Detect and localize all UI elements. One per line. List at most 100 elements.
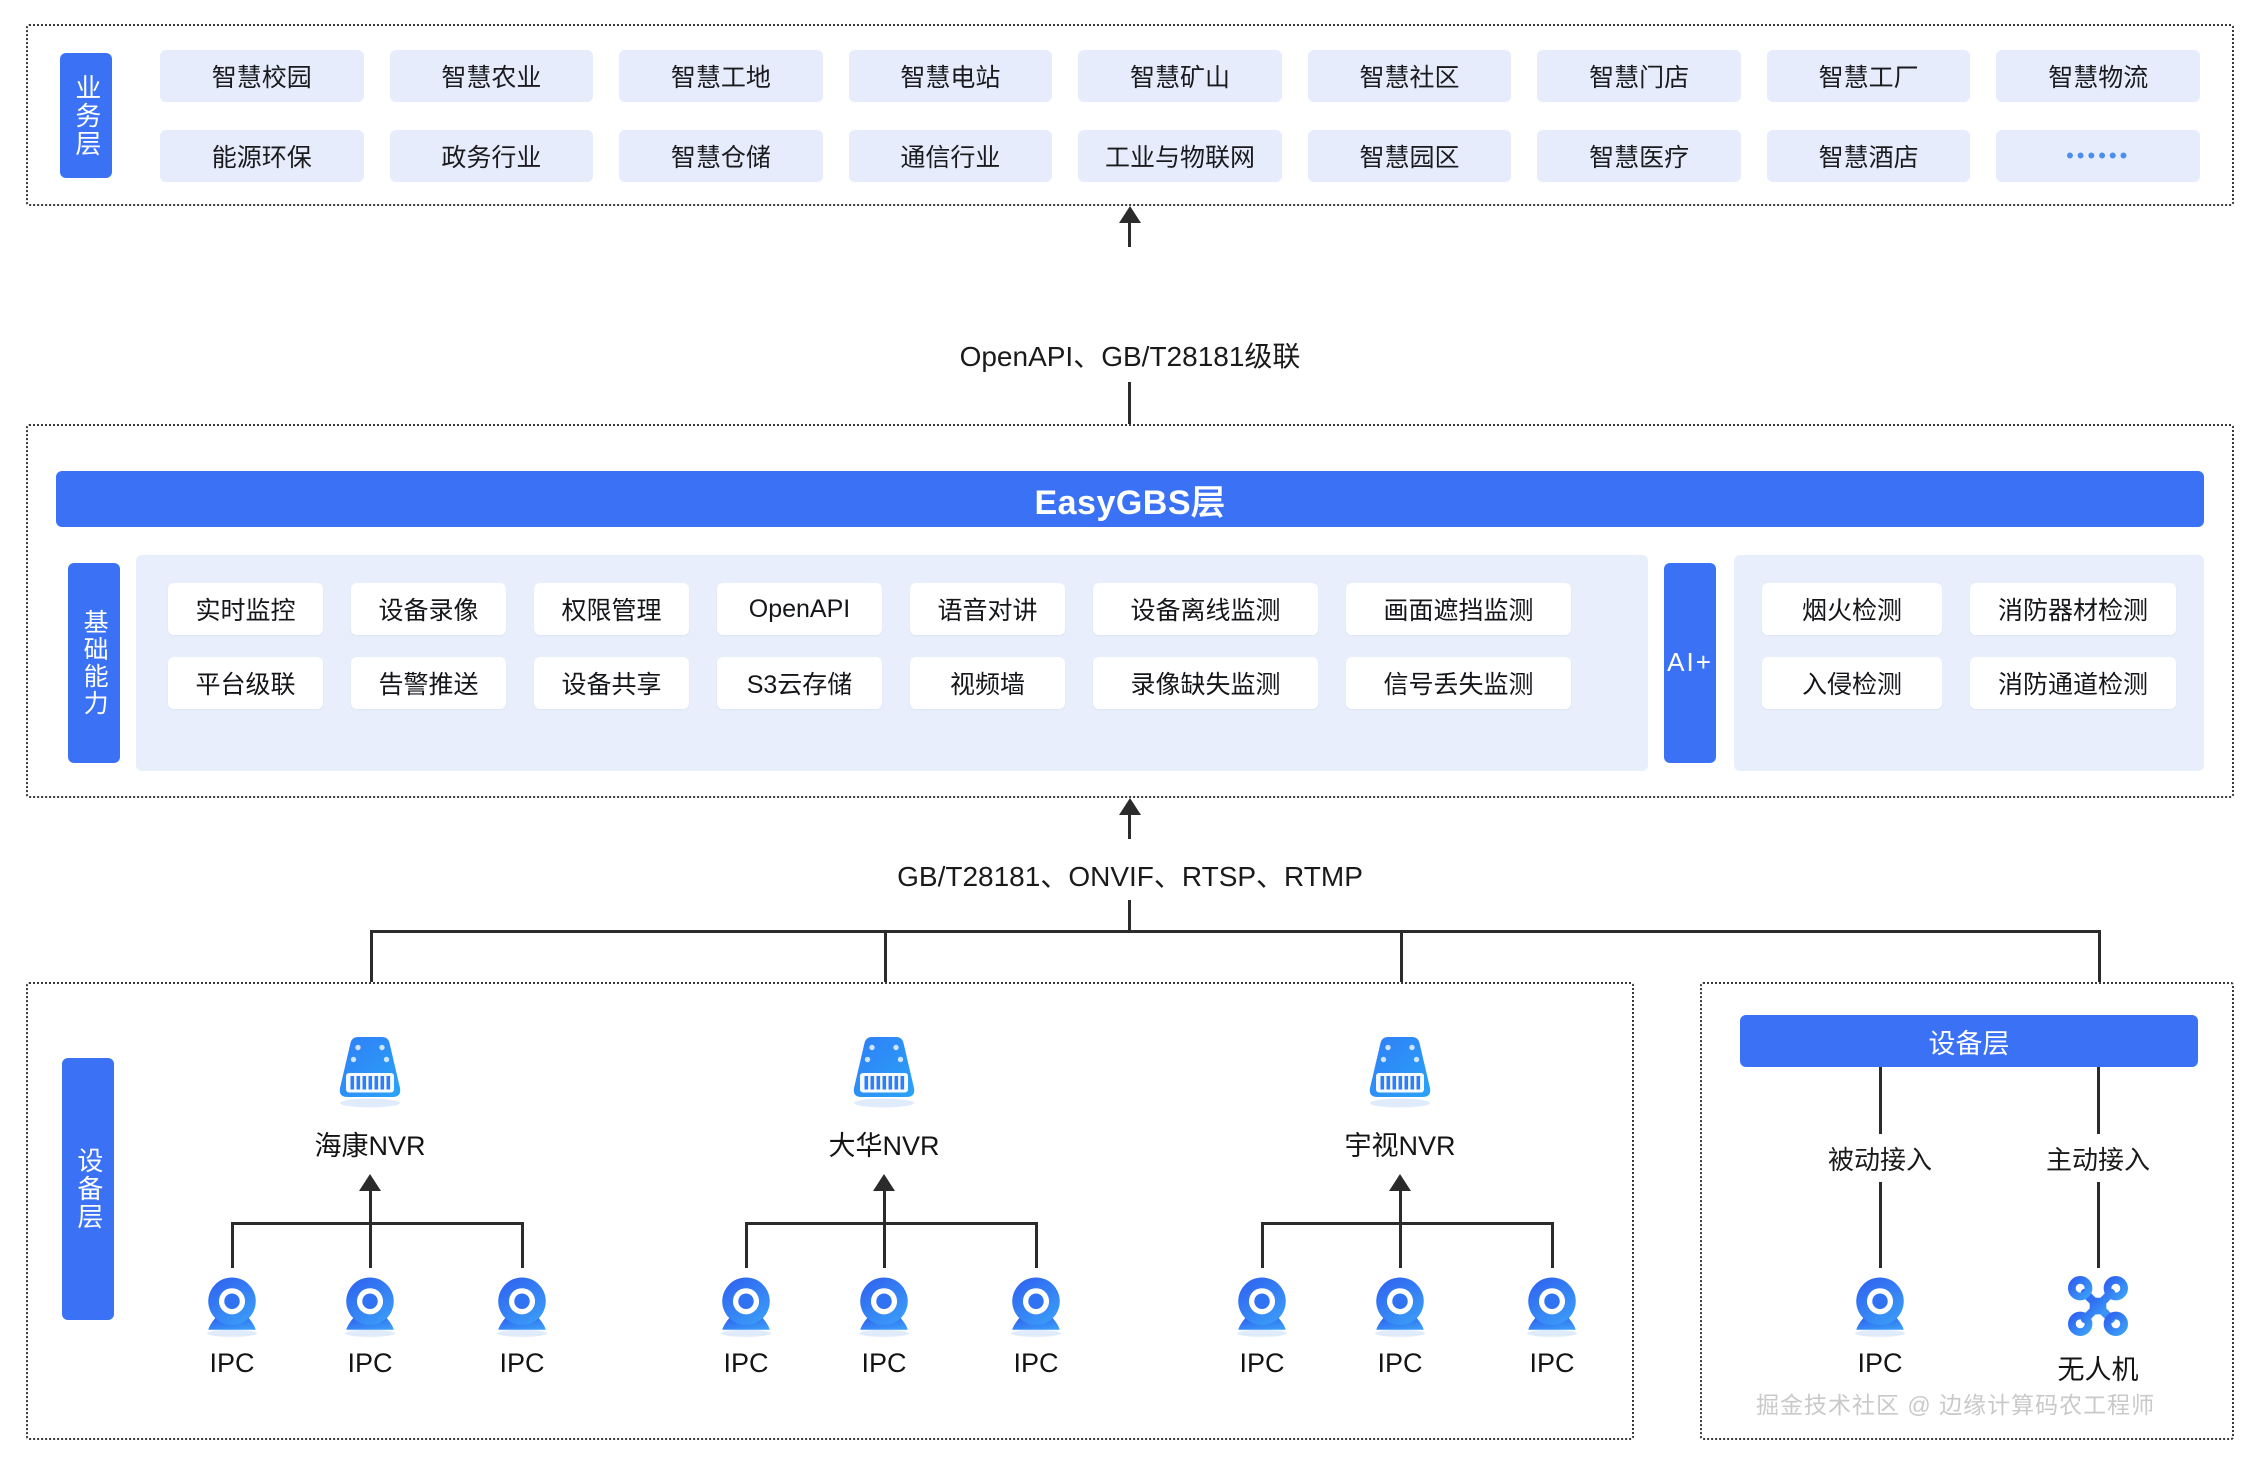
nvr-device-icon (339, 1037, 401, 1108)
right-device-node[interactable] (2060, 1268, 2136, 1349)
ai-capability-item[interactable]: 入侵检测 (1762, 657, 1942, 709)
business-chip[interactable]: 智慧工地 (619, 50, 823, 102)
capability-item[interactable]: 信号丢失监测 (1346, 657, 1571, 709)
ipc-node-label: IPC (1377, 1348, 1423, 1378)
business-chip[interactable]: 通信行业 (848, 130, 1053, 182)
ipc-camera-icon (1011, 1277, 1061, 1337)
business-chip[interactable]: 智慧酒店 (1766, 130, 1971, 182)
right-device-node[interactable] (1842, 1268, 1918, 1349)
top-connector-arrow-icon (1119, 206, 1141, 223)
ipc-camera-icon (1375, 1277, 1425, 1337)
device-layer-right-bar: 设备层 (1740, 1015, 2198, 1067)
business-chip[interactable]: 智慧农业 (389, 50, 594, 102)
nvr-node[interactable] (322, 1022, 418, 1123)
nvr-uplink-arrow-icon (873, 1174, 895, 1191)
nvr-node-label: 大华NVR (828, 1131, 940, 1161)
ipc-node-label: IPC (347, 1348, 393, 1378)
ipc-camera-icon (1527, 1277, 1577, 1337)
ipc-bus (232, 1222, 522, 1225)
bottom-drop-uniview (1400, 930, 1403, 1022)
business-chip[interactable]: 智慧电站 (848, 50, 1053, 102)
business-chip[interactable]: 智慧校园 (160, 50, 364, 102)
right-device-link-lower (1879, 1182, 1882, 1268)
nvr-node[interactable] (836, 1022, 932, 1123)
ipc-drop (1551, 1222, 1554, 1268)
business-chip[interactable]: 智慧工厂 (1766, 50, 1971, 102)
business-chip[interactable]: 智慧医疗 (1537, 130, 1741, 182)
ipc-camera-icon (345, 1277, 395, 1337)
capability-item[interactable]: S3云存储 (717, 657, 882, 709)
ipc-camera-icon (1237, 1277, 1287, 1337)
ipc-node[interactable] (1514, 1268, 1590, 1349)
ipc-node[interactable] (708, 1268, 784, 1349)
business-layer-tab: 业务层 (60, 53, 112, 178)
drone-icon (2068, 1276, 2128, 1336)
bottom-drop-hik (370, 930, 373, 1022)
nvr-node-label: 海康NVR (314, 1131, 426, 1161)
ai-capability-item[interactable]: 烟火检测 (1762, 583, 1942, 635)
nvr-node[interactable] (1352, 1022, 1448, 1123)
top-connector-label: OpenAPI、GB/T28181级联 (959, 341, 1301, 372)
capability-item[interactable]: 平台级联 (168, 657, 323, 709)
capability-grid: 实时监控设备录像权限管理 OpenAPI 语音对讲设备离线监测画面遮挡监测平台级联告… (168, 583, 1616, 709)
bottom-drop-dahua (884, 930, 887, 1022)
nvr-uplink-stem (1399, 1191, 1402, 1222)
business-chip[interactable]: 智慧矿山 (1078, 50, 1282, 102)
ipc-camera-icon (859, 1277, 909, 1337)
access-mode-label: 被动接入 (1827, 1145, 1932, 1175)
ipc-node-label: IPC (1529, 1348, 1575, 1378)
business-chip[interactable]: 智慧仓储 (619, 130, 823, 182)
ipc-node-label: IPC (1013, 1348, 1059, 1378)
right-device-node-label: IPC (1857, 1348, 1903, 1378)
ipc-bus (746, 1222, 1036, 1225)
capability-item[interactable]: 设备共享 (534, 657, 689, 709)
top-connector-stem (1128, 222, 1131, 247)
capability-item[interactable]: 画面遮挡监测 (1346, 583, 1571, 635)
capability-tab-label: 基础能力 (80, 609, 109, 717)
right-device-link-lower (2097, 1182, 2100, 1268)
business-chip[interactable]: 智慧门店 (1537, 50, 1741, 102)
capability-item[interactable]: OpenAPI (717, 583, 882, 635)
business-chip[interactable]: 工业与物联网 (1078, 130, 1282, 182)
business-chip[interactable]: 政务行业 (389, 130, 594, 182)
business-chip-more[interactable]: •••••• (1996, 130, 2200, 182)
capability-item[interactable]: 权限管理 (534, 583, 689, 635)
capability-item[interactable]: 设备录像 (351, 583, 506, 635)
business-layer-grid: 智慧校园智慧农业智慧工地智慧电站智慧矿山智慧社区智慧门店智慧工厂智慧物流能源环保… (160, 50, 2200, 182)
ai-capability-item[interactable]: 消防通道检测 (1970, 657, 2176, 709)
business-chip[interactable]: 智慧物流 (1996, 50, 2200, 102)
bottom-connector-bus (370, 930, 2100, 933)
capability-item[interactable]: 视频墙 (910, 657, 1065, 709)
ipc-drop (745, 1222, 748, 1268)
capability-item[interactable]: 语音对讲 (910, 583, 1065, 635)
ipc-drop (521, 1222, 524, 1268)
capability-item[interactable]: 录像缺失监测 (1093, 657, 1318, 709)
capability-tab: 基础能力 (68, 563, 120, 763)
right-device-node-label: 无人机 (2057, 1355, 2139, 1385)
bottom-connector-stem (1128, 814, 1131, 839)
ipc-node[interactable] (194, 1268, 270, 1349)
ipc-node[interactable] (332, 1268, 408, 1349)
capability-item[interactable]: 实时监控 (168, 583, 323, 635)
watermark: 掘金技术社区 @ 边缘计算码农工程师 (1756, 1392, 2156, 1418)
capability-item[interactable]: 设备离线监测 (1093, 583, 1318, 635)
business-chip[interactable]: 智慧社区 (1307, 50, 1512, 102)
business-chip[interactable]: 能源环保 (160, 130, 364, 182)
ai-plus-tab: AI+ (1664, 563, 1716, 763)
ipc-drop (369, 1222, 372, 1268)
device-layer-left-container (26, 982, 1634, 1440)
bottom-connector-arrow-icon (1119, 798, 1141, 815)
ipc-node[interactable] (998, 1268, 1074, 1349)
nvr-uplink-arrow-icon (359, 1174, 381, 1191)
gbs-title-bar: EasyGBS层 (56, 471, 2204, 527)
ipc-node[interactable] (484, 1268, 560, 1349)
ipc-node[interactable] (1224, 1268, 1300, 1349)
ipc-node[interactable] (846, 1268, 922, 1349)
capability-item[interactable]: 告警推送 (351, 657, 506, 709)
ai-capability-item[interactable]: 消防器材检测 (1970, 583, 2176, 635)
nvr-device-icon (853, 1037, 915, 1108)
ipc-node-label: IPC (1239, 1348, 1285, 1378)
ipc-node[interactable] (1362, 1268, 1438, 1349)
business-chip[interactable]: 智慧园区 (1307, 130, 1512, 182)
ipc-node-label: IPC (723, 1348, 769, 1378)
